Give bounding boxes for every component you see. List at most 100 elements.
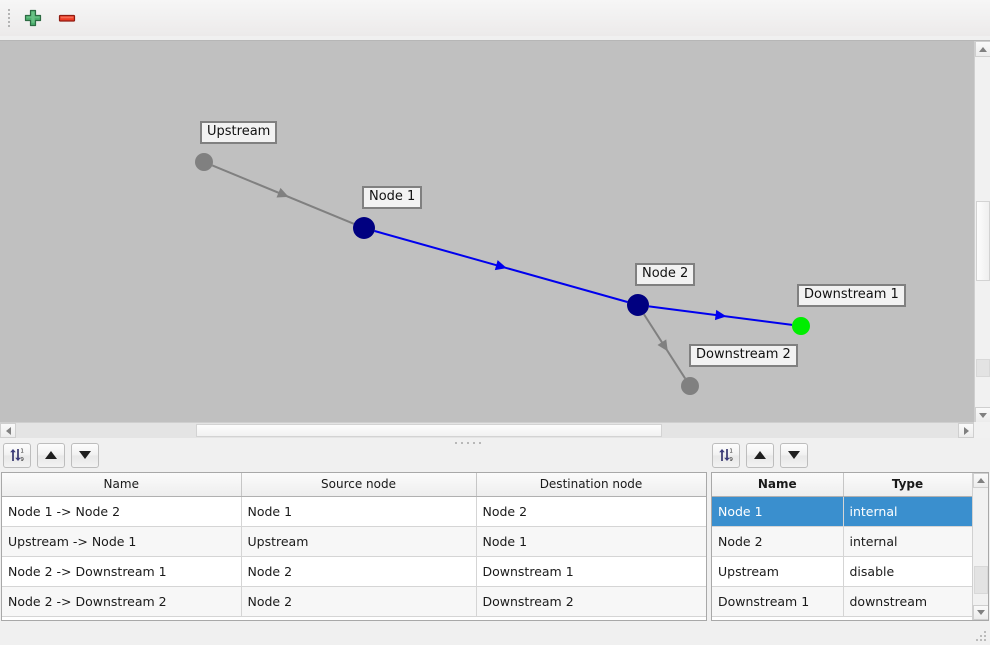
node-cell-type: internal (843, 526, 973, 557)
status-bar (0, 624, 990, 645)
plus-icon (24, 9, 42, 27)
node-cell-name: Node 2 (712, 526, 844, 557)
graph-edge-arrow-upstream-node1 (276, 187, 289, 198)
chevron-down-icon (979, 412, 987, 418)
node-cell-name: Upstream (712, 556, 844, 587)
sort-icon: 1 9 (719, 449, 733, 463)
edge-cell-destination: Downstream 2 (476, 586, 706, 617)
graph-edge-arrow-node2-downstream2 (657, 339, 668, 352)
graph-node-upstream[interactable] (195, 153, 213, 171)
vertical-scrollbar-thumb[interactable] (976, 201, 990, 281)
graph-edge-arrow-node2-downstream1 (714, 309, 727, 321)
edge-column-name[interactable]: Name (2, 473, 242, 497)
edge-move-down-button[interactable] (71, 442, 99, 468)
graph-node-label-node1[interactable]: Node 1 (362, 186, 423, 209)
toolbar-drag-handle[interactable] (4, 7, 14, 29)
node-table-scrollbar-thumb[interactable] (974, 566, 988, 594)
edge-cell-source: Node 2 (241, 586, 477, 617)
svg-text:9: 9 (729, 457, 733, 463)
node-table-scroll-down-button[interactable] (973, 605, 988, 620)
edge-table-header-row: Name Source node Destination node (2, 473, 706, 497)
svg-text:9: 9 (20, 457, 24, 463)
edge-cell-destination: Node 2 (476, 496, 706, 527)
node-cell-name: Downstream 1 (712, 586, 844, 617)
edge-sort-button[interactable]: 1 9 (3, 442, 31, 468)
vertical-scrollbar-thumb-secondary[interactable] (976, 359, 990, 377)
edge-table-grid: Name Source node Destination node Node 1… (2, 473, 706, 617)
graph-edge-arrow-node1-node2 (494, 260, 507, 271)
graph-node-downstream2[interactable] (681, 377, 699, 395)
edge-cell-name: Node 1 -> Node 2 (2, 496, 242, 527)
window-resize-grip[interactable] (976, 631, 988, 643)
graph-node-node2[interactable] (627, 294, 649, 316)
graph-svg (195, 153, 810, 395)
graph-node-label-downstream1[interactable]: Downstream 1 (797, 284, 906, 307)
graph-node-label-upstream[interactable]: Upstream (200, 121, 278, 144)
node-move-down-button[interactable] (780, 442, 808, 468)
node-column-name[interactable]: Name (712, 473, 844, 497)
edge-cell-destination: Downstream 1 (476, 556, 706, 587)
node-cell-type: downstream (843, 586, 973, 617)
splitter-grip-icon (455, 442, 481, 444)
triangle-up-icon (45, 451, 57, 459)
edge-cell-name: Upstream -> Node 1 (2, 526, 242, 557)
node-sort-button[interactable]: 1 9 (712, 442, 740, 468)
edge-cell-source: Upstream (241, 526, 477, 557)
panel-splitter[interactable] (0, 438, 990, 448)
edge-move-up-button[interactable] (37, 442, 65, 468)
node-cell-name: Node 1 (712, 496, 844, 527)
add-node-button[interactable] (18, 4, 48, 32)
edge-cell-source: Node 2 (241, 556, 477, 587)
edge-cell-source: Node 1 (241, 496, 477, 527)
chevron-right-icon (963, 426, 969, 435)
node-cell-type: internal (843, 496, 973, 527)
toolbar-separator (0, 36, 990, 38)
remove-node-button[interactable] (52, 4, 82, 32)
scroll-up-button[interactable] (975, 41, 990, 57)
graph-node-downstream1[interactable] (792, 317, 810, 335)
scroll-down-button[interactable] (975, 407, 990, 423)
chevron-left-icon (5, 426, 11, 435)
node-cell-type: disable (843, 556, 973, 587)
edge-cell-name: Node 2 -> Downstream 2 (2, 586, 242, 617)
minus-icon (58, 14, 76, 22)
node-table-toolbar: 1 9 (712, 442, 808, 468)
scroll-right-button[interactable] (958, 423, 974, 438)
graph-node-node1[interactable] (353, 217, 375, 239)
scroll-left-button[interactable] (0, 423, 16, 438)
triangle-down-icon (79, 451, 91, 459)
graph-node-label-downstream2[interactable]: Downstream 2 (689, 344, 798, 367)
edge-table[interactable]: Name Source node Destination node Node 1… (1, 472, 707, 621)
canvas-horizontal-scrollbar[interactable] (0, 422, 974, 438)
node-table-scrollbar[interactable] (972, 473, 988, 620)
scrollbar-corner (974, 422, 990, 438)
canvas-vertical-scrollbar[interactable] (974, 41, 990, 423)
edge-column-destination[interactable]: Destination node (476, 473, 706, 497)
edge-column-source[interactable]: Source node (241, 473, 477, 497)
horizontal-scrollbar-thumb[interactable] (196, 424, 662, 437)
triangle-up-icon (754, 451, 766, 459)
node-column-type[interactable]: Type (843, 473, 973, 497)
triangle-down-icon (788, 451, 800, 459)
node-table-header-row: Name Type (712, 473, 973, 497)
chevron-up-icon (979, 46, 987, 52)
node-table-scroll-up-button[interactable] (973, 473, 988, 488)
node-move-up-button[interactable] (746, 442, 774, 468)
graph-node-label-node2[interactable]: Node 2 (635, 263, 696, 286)
edge-table-toolbar: 1 9 (3, 442, 99, 468)
